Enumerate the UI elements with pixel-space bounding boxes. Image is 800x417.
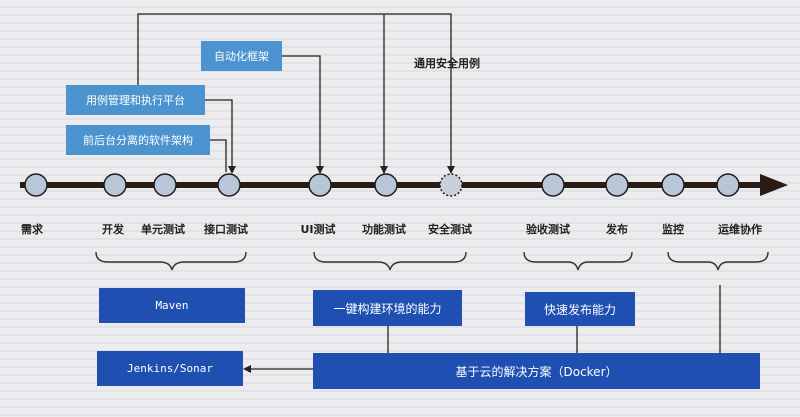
node-monitoring	[661, 173, 685, 197]
security-cases-annotation: 通用安全用例	[414, 57, 480, 70]
stage-label-ops-collab: 运维协作	[718, 223, 762, 236]
brace-test-group	[313, 251, 467, 271]
stage-label-ui-test: UI测试	[300, 223, 336, 236]
cloud-solution-docker-box: 基于云的解决方案（Docker）	[313, 353, 760, 389]
stage-label-acceptance-test: 验收测试	[526, 223, 570, 236]
env-build-capability-box: 一键构建环境的能力	[313, 290, 462, 326]
brace-ops-group	[667, 251, 769, 271]
timeline-arrowhead	[760, 174, 788, 196]
node-ops-collab	[716, 173, 740, 197]
maven-box: Maven	[99, 288, 245, 323]
stage-label-interface-test: 接口测试	[204, 223, 248, 236]
node-dev	[103, 173, 127, 197]
node-security-test	[439, 173, 463, 197]
node-demand	[24, 173, 48, 197]
node-release	[605, 173, 629, 197]
fast-release-capability-box: 快速发布能力	[525, 292, 635, 326]
stage-label-release: 发布	[606, 223, 628, 236]
stage-label-unit-test: 单元测试	[141, 223, 185, 236]
node-interface-test	[217, 173, 241, 197]
stage-label-demand: 需求	[21, 223, 43, 236]
node-function-test	[374, 173, 398, 197]
stage-label-security-test: 安全测试	[428, 223, 472, 236]
automation-framework-box: 自动化框架	[201, 41, 282, 71]
stage-label-dev: 开发	[102, 223, 124, 236]
frontend-backend-architecture-box: 前后台分离的软件架构	[66, 125, 210, 155]
node-acceptance-test	[541, 173, 565, 197]
brace-release-group	[523, 251, 633, 271]
stage-label-monitoring: 监控	[662, 223, 684, 236]
node-unit-test	[153, 173, 177, 197]
stage-label-function-test: 功能测试	[362, 223, 406, 236]
jenkins-sonar-box: Jenkins/Sonar	[97, 351, 243, 386]
case-management-platform-box: 用例管理和执行平台	[66, 85, 205, 115]
brace-dev-group	[95, 251, 247, 271]
node-ui-test	[308, 173, 332, 197]
timeline-nodes	[24, 173, 740, 197]
